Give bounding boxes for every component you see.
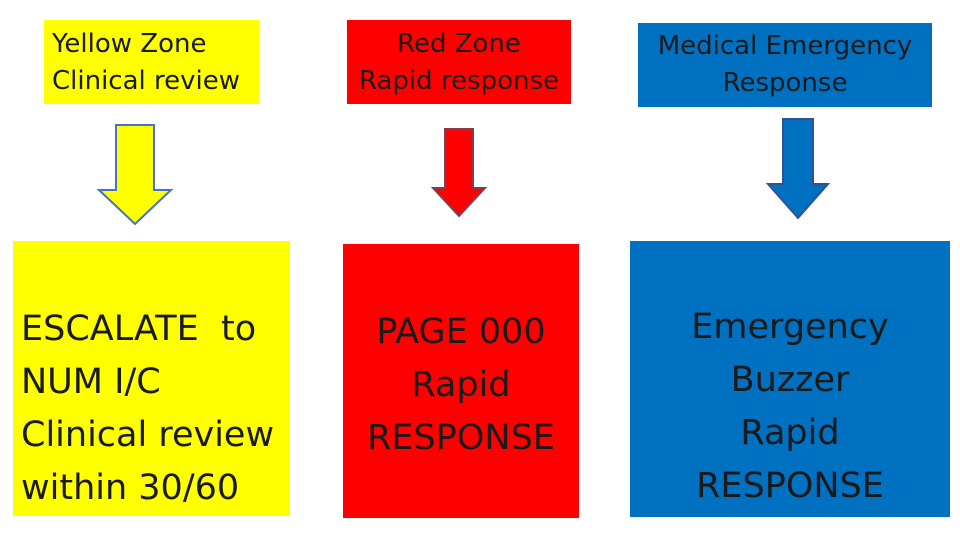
- blue-down-arrow-icon: [765, 118, 831, 220]
- red-action-line-3: RESPONSE: [367, 418, 555, 458]
- red-action-line-2: Rapid: [411, 365, 511, 405]
- blue-zone-title: Medical Emergency: [657, 31, 913, 61]
- blue-action-line-3: Rapid: [740, 413, 840, 453]
- red-down-arrow-icon: [430, 128, 488, 218]
- red-action-line-1: PAGE 000: [376, 312, 546, 352]
- yellow-action-line-2: NUM I/C: [21, 362, 161, 402]
- yellow-zone-title: Yellow Zone: [52, 29, 207, 59]
- yellow-zone-label: Yellow Zone Clinical review: [44, 20, 259, 104]
- blue-action-line-2: Buzzer: [730, 360, 850, 400]
- yellow-action-box: ESCALATE to NUM I/C Clinical review with…: [13, 241, 290, 516]
- red-zone-title: Red Zone: [397, 29, 521, 59]
- yellow-action-line-3: Clinical review: [21, 415, 275, 455]
- blue-zone-label: Medical Emergency Response: [638, 23, 932, 107]
- yellow-zone-subtitle: Clinical review: [52, 66, 241, 96]
- blue-action-line-1: Emergency: [691, 307, 889, 347]
- yellow-down-arrow-icon: [96, 124, 174, 226]
- yellow-action-line-1: ESCALATE to: [21, 309, 257, 349]
- yellow-arrow-shape: [96, 124, 174, 226]
- blue-zone-subtitle: Response: [722, 68, 848, 98]
- red-arrow-shape: [430, 128, 488, 218]
- blue-action-line-4: RESPONSE: [696, 466, 884, 506]
- red-zone-label: Red Zone Rapid response: [347, 20, 571, 104]
- red-zone-subtitle: Rapid response: [358, 66, 559, 96]
- red-action-box: PAGE 000 Rapid RESPONSE: [343, 244, 579, 518]
- blue-action-box: Emergency Buzzer Rapid RESPONSE: [630, 241, 950, 517]
- yellow-action-line-4: within 30/60: [21, 468, 240, 508]
- blue-arrow-shape: [765, 118, 831, 220]
